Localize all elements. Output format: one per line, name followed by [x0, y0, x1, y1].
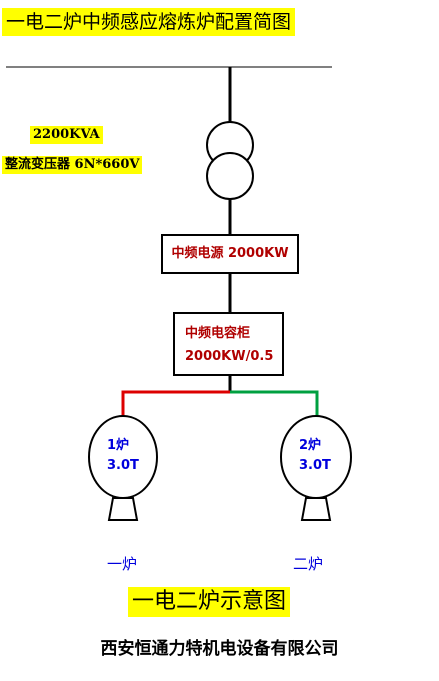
furnace-1-spout [107, 497, 139, 521]
power-supply-label: 中频电源 2000KW [171, 246, 289, 261]
power-supply-box: 中频电源 2000KW [161, 234, 299, 274]
capacitor-label: 中频电容柜 [185, 326, 251, 341]
transformer-type-label: 整流变压器 6N*660V [2, 156, 143, 174]
furnace-1-number: 1炉 [107, 438, 130, 453]
diagram-caption: 一电二炉示意图 [128, 587, 291, 617]
furnace-1-capacity: 3.0T [107, 458, 139, 473]
capacitor-cabinet-box: 中频电容柜 2000KW/0.5 [173, 312, 284, 376]
furnace-1-label: 1炉 3.0T [107, 436, 139, 476]
diagram-title: 一电二炉中频感应熔炼炉配置简图 [2, 8, 296, 36]
transformer-coil-lower [206, 152, 254, 200]
furnace-2-label: 2炉 3.0T [299, 436, 331, 476]
capacitor-rating: 2000KW/0.5 [185, 349, 274, 364]
furnace-2-number: 2炉 [299, 438, 322, 453]
left-bus-line [121, 390, 230, 420]
furnace-1-name: 一炉 [107, 555, 138, 573]
transformer-capacity-label: 2200KVA [30, 126, 103, 144]
furnace-2-name: 二炉 [293, 555, 324, 573]
furnace-2-capacity: 3.0T [299, 458, 331, 473]
furnace-2-spout [300, 497, 332, 521]
company-name: 西安恒通力特机电设备有限公司 [100, 639, 339, 659]
right-bus-line [230, 390, 319, 420]
